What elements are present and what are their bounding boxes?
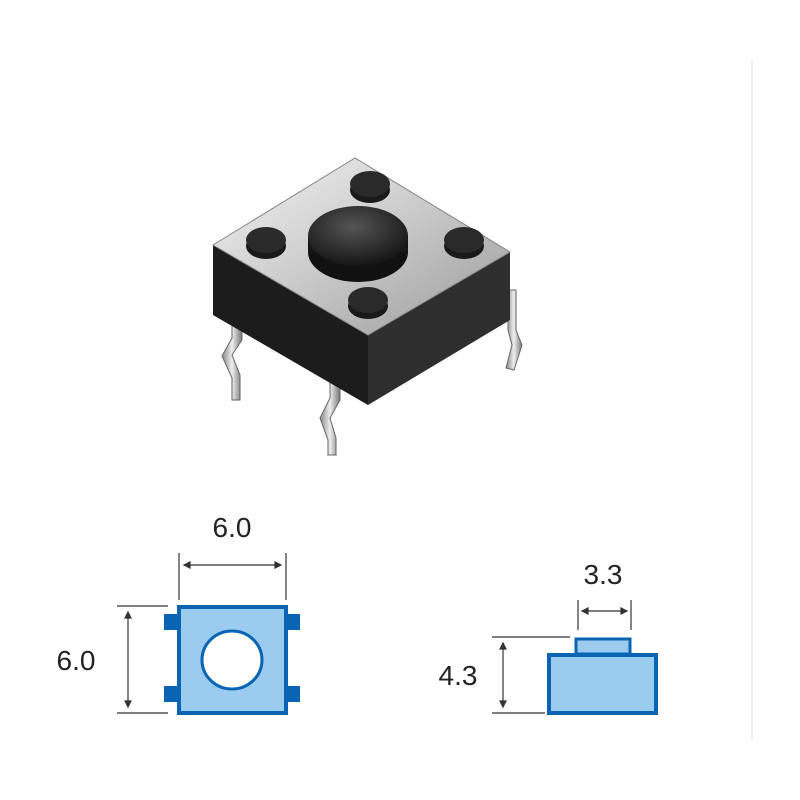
top-view-pads bbox=[164, 614, 300, 702]
top-view-width-label: 6.0 bbox=[213, 512, 252, 543]
switch-body-side bbox=[368, 252, 510, 405]
switch-render bbox=[212, 157, 523, 456]
side-view-body bbox=[547, 653, 658, 715]
switch-plunger bbox=[308, 206, 408, 282]
top-view-width-dimension bbox=[178, 553, 287, 600]
side-view-plunger-width-label: 3.3 bbox=[584, 559, 623, 590]
top-view-height-label: 6.0 bbox=[57, 645, 96, 676]
top-view-diagram: 6.0 6.0 bbox=[57, 512, 300, 715]
side-view-diagram: 3.3 4.3 bbox=[439, 559, 658, 715]
side-view-plunger-dimension bbox=[577, 600, 632, 630]
top-view-plunger bbox=[200, 629, 264, 691]
side-view-height-label: 4.3 bbox=[439, 660, 478, 691]
side-view-height-dimension bbox=[492, 636, 570, 714]
side-view-plunger bbox=[574, 637, 632, 656]
switch-body-front bbox=[213, 245, 368, 405]
switch-corner-nubs bbox=[246, 171, 484, 319]
top-view-height-dimension bbox=[117, 605, 168, 714]
